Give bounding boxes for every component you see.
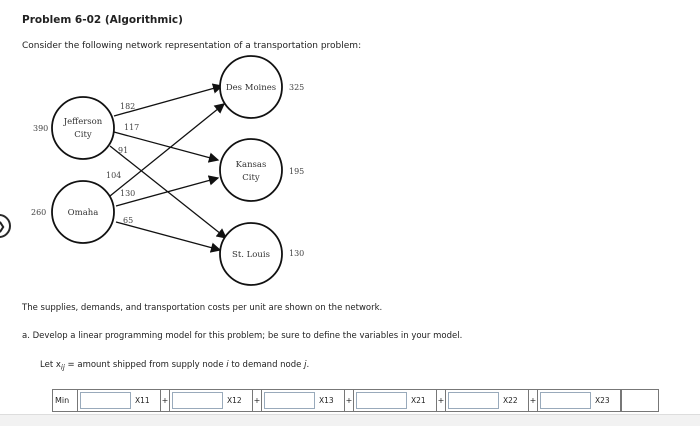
- plus-sign: +: [345, 390, 354, 411]
- variable-definition: Let xij = amount shipped from supply nod…: [40, 360, 309, 372]
- arc-jefferson-kansas: [113, 131, 220, 163]
- var-x23: X23: [593, 390, 621, 411]
- arc-omaha-kansas: [115, 175, 220, 207]
- coef-input-x13[interactable]: [264, 392, 315, 409]
- node-des-moines: [219, 55, 283, 119]
- coef-input-x22[interactable]: [448, 392, 499, 409]
- demand-desmoines: 325: [289, 83, 304, 92]
- node-kansas-city: [219, 138, 283, 202]
- node-desmoines-label: Des Moines: [226, 83, 276, 93]
- arc-jefferson-desmoines: [113, 83, 224, 117]
- var-x11: X11: [133, 390, 161, 411]
- question-a: a. Develop a linear programming model fo…: [22, 331, 463, 341]
- let-mid: = amount shipped from supply node: [64, 360, 227, 370]
- let-mid2: to demand node: [228, 360, 305, 370]
- let-prefix: Let x: [40, 360, 61, 370]
- plus-sign: +: [253, 390, 262, 411]
- cost-c12: 117: [124, 123, 139, 132]
- node-jefferson-label1: Jefferson: [63, 117, 103, 127]
- let-sub: ij: [60, 362, 65, 372]
- coef-input-x21[interactable]: [356, 392, 407, 409]
- var-x13: X13: [317, 390, 345, 411]
- coef-input-x11[interactable]: [80, 392, 131, 409]
- problem-title: Problem 6-02 (Algorithmic): [22, 14, 183, 26]
- let-end: .: [306, 360, 310, 370]
- arc-omaha-desmoines: [109, 103, 226, 197]
- network-diagram: Jefferson City 390 Omaha 260 Des Moines …: [31, 55, 304, 286]
- node-omaha: [51, 180, 115, 244]
- plus-sign: +: [161, 390, 170, 411]
- node-stlouis-label: St. Louis: [232, 250, 270, 260]
- cost-c23: 65: [123, 216, 133, 225]
- node-kansas-label1: Kansas: [236, 160, 267, 170]
- node-omaha-label: Omaha: [68, 208, 99, 218]
- node-st-louis: [219, 222, 283, 286]
- coef-input-x23[interactable]: [540, 392, 591, 409]
- objective-label: Min: [53, 390, 78, 411]
- node-jefferson-label2: City: [74, 130, 92, 140]
- node-jefferson-city: [51, 96, 115, 160]
- plus-sign: +: [437, 390, 446, 411]
- row-end-cell: [621, 390, 658, 411]
- problem-intro: Consider the following network represent…: [22, 41, 362, 51]
- plus-sign: +: [529, 390, 538, 411]
- cost-c13: 91: [118, 146, 128, 155]
- node-kansas-label2: City: [242, 173, 260, 183]
- supply-jefferson: 390: [33, 124, 48, 133]
- var-x12: X12: [225, 390, 253, 411]
- chevron-right-icon: ❯: [0, 220, 6, 233]
- coef-input-x12[interactable]: [172, 392, 223, 409]
- objective-function-row: Min X11 + X12 + X13 + X21 + X22 + X23: [52, 389, 659, 412]
- cost-c22: 130: [120, 189, 135, 198]
- supplies-text: The supplies, demands, and transportatio…: [22, 303, 383, 313]
- arc-omaha-stlouis: [115, 221, 222, 253]
- var-x21: X21: [409, 390, 437, 411]
- page-bottom-strip: [0, 414, 700, 426]
- let-i: i: [226, 360, 229, 370]
- cost-c21: 104: [106, 171, 121, 180]
- cost-c11: 182: [120, 102, 135, 111]
- supply-omaha: 260: [31, 208, 46, 217]
- let-j: j: [304, 360, 307, 370]
- demand-stlouis: 130: [289, 249, 304, 258]
- demand-kansas: 195: [289, 167, 304, 176]
- var-x22: X22: [501, 390, 529, 411]
